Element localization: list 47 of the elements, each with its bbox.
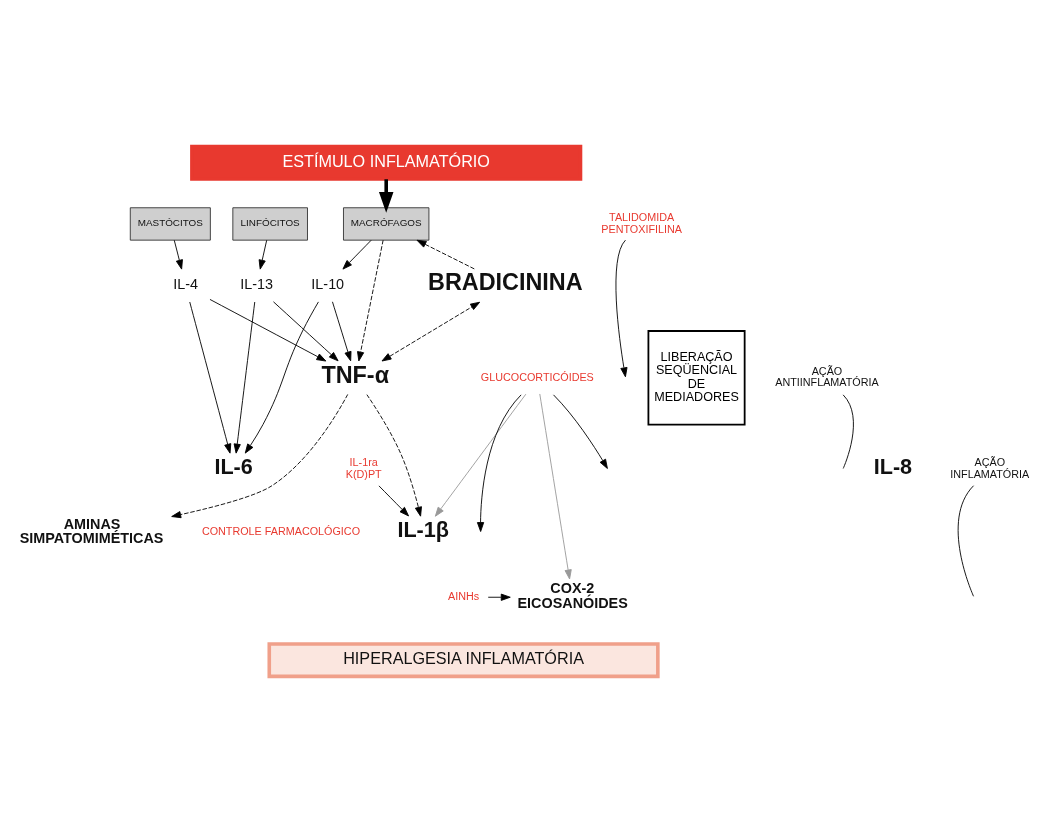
arrow xyxy=(615,239,628,378)
node-text: IL-1ra K(D)PT xyxy=(345,456,382,481)
node-text: TALIDOMIDA PENTOXIFILINA xyxy=(601,210,682,235)
node-text: IL-10 xyxy=(311,275,345,292)
connector xyxy=(957,485,975,597)
node-text: BRADICININA xyxy=(428,269,583,296)
arrow xyxy=(244,301,319,454)
arrow xyxy=(378,485,409,517)
arrow xyxy=(173,239,183,270)
arrow xyxy=(342,239,372,270)
arrow xyxy=(258,239,268,270)
node-text: COX-2 EICOSANÓIDES xyxy=(517,580,628,611)
arrow xyxy=(416,239,475,270)
node-text: IL-6 xyxy=(214,454,253,480)
node-text: IL-4 xyxy=(173,275,198,292)
arrow xyxy=(357,239,384,362)
arrow xyxy=(189,301,232,454)
arrow xyxy=(487,593,511,601)
node-text: AMINAS SIMPATOMIMÉTICAS xyxy=(19,515,164,547)
node-text: AINHs xyxy=(447,590,480,603)
arrow xyxy=(378,179,394,213)
node-text: AÇÃO INFLAMATÓRIA xyxy=(950,456,1030,481)
connector xyxy=(842,394,854,469)
label: CONTROLE FARMACOLÓGICO xyxy=(201,525,361,538)
node-text: AÇÃO ANTIINFLAMATÓRIA xyxy=(775,364,879,389)
node-text: IL-8 xyxy=(873,454,913,480)
node-text: IL-1β xyxy=(397,517,449,543)
node-text: IL-13 xyxy=(240,275,274,292)
arrow xyxy=(332,301,352,362)
node-box: LINFÓCITOS xyxy=(232,207,308,241)
node-text: TNF-α xyxy=(321,361,390,388)
arrow xyxy=(553,394,608,469)
arrow xyxy=(233,301,256,454)
arrow xyxy=(366,394,422,517)
node-text: GLUCOCORTICÓIDES xyxy=(480,370,594,383)
node-box: HIPERALGESIA INFLAMATÓRIA xyxy=(267,642,660,679)
node-box: LIBERAÇÃO SEQÜENCIAL DE MEDIADORES xyxy=(647,330,746,426)
arrow xyxy=(434,393,527,517)
arrow xyxy=(209,298,327,362)
node-box: ESTÍMULO INFLAMATÓRIO xyxy=(190,144,583,181)
arrow xyxy=(381,301,481,362)
node-box: MASTÓCITOS xyxy=(129,207,211,241)
arrow xyxy=(476,394,522,532)
arrow xyxy=(273,301,339,362)
node-box: MACRÓFAGOS xyxy=(343,207,430,241)
arrow xyxy=(171,394,349,519)
arrow xyxy=(539,393,572,580)
